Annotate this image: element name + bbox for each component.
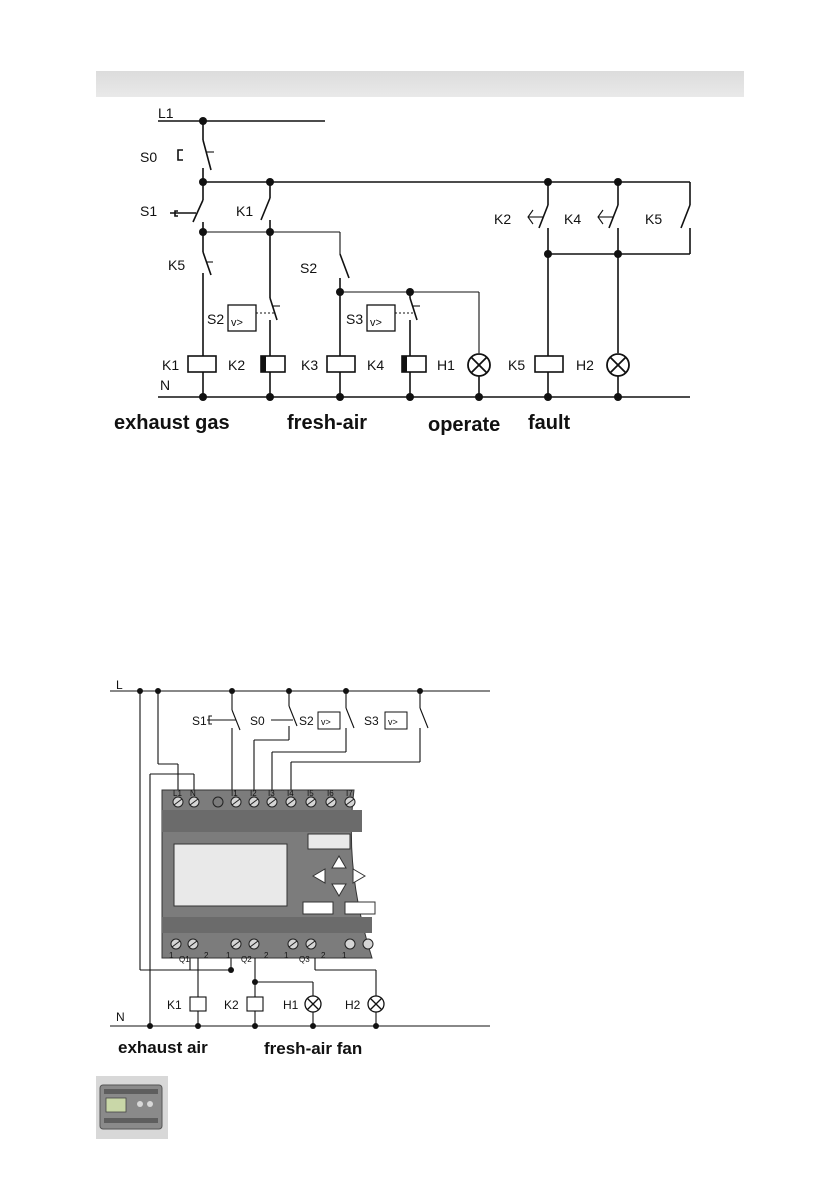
arrow-right-icon <box>353 869 365 883</box>
switch-s1-label-2: S1 <box>192 714 207 728</box>
esc-key <box>303 902 333 914</box>
lamp-h2-2 <box>368 996 384 1012</box>
switch-s3-label-2: S3 <box>364 714 379 728</box>
ok-key <box>345 902 375 914</box>
load-h1-label: H1 <box>283 998 299 1012</box>
load-k2-label: K2 <box>224 998 239 1012</box>
timer-s3-label: S3 <box>346 311 363 327</box>
coil-k1 <box>188 356 216 372</box>
coil-k2-2 <box>247 997 263 1011</box>
term-b2: 2 <box>204 951 209 960</box>
contact-k1-label: K1 <box>236 203 253 219</box>
timer-s3-text-2: v> <box>388 717 398 727</box>
caption-operate: operate <box>428 414 500 436</box>
lamp-h1-label: H1 <box>437 357 455 373</box>
term-i5: I5 <box>307 789 314 798</box>
contact-k5b-label: K5 <box>645 211 662 227</box>
caption-fresh-air-fan: fresh-air fan <box>264 1039 362 1058</box>
contact-k2-label: K2 <box>494 211 511 227</box>
term-l1: L1 <box>173 789 182 798</box>
photo-lcd <box>106 1098 126 1112</box>
lamp-h1 <box>468 354 490 376</box>
term-n: N <box>190 789 196 798</box>
term-i6: I6 <box>327 789 334 798</box>
timer-s3-text: v> <box>370 317 382 329</box>
term-i7: I7 <box>346 789 353 798</box>
term-i4: I4 <box>287 789 294 798</box>
load-h2-label: H2 <box>345 998 361 1012</box>
coil-k1-2 <box>190 997 206 1011</box>
coil-k3-label: K3 <box>301 357 318 373</box>
timer-s2-text-2: v> <box>321 717 331 727</box>
switch-s0-label: S0 <box>140 149 157 165</box>
coil-k3 <box>327 356 355 372</box>
ladder-diagram: L1 N S0 S1 K1 K5 <box>114 105 690 436</box>
caption-fresh-air: fresh-air <box>287 412 367 434</box>
rail-n2-label: N <box>116 1010 125 1024</box>
term-b7: 1 <box>342 951 347 960</box>
timer-s2-label: S2 <box>207 311 224 327</box>
rail-l1-label: L1 <box>158 105 174 121</box>
load-k1-label: K1 <box>167 998 182 1012</box>
coil-k4-label: K4 <box>367 357 384 373</box>
term-b4: 2 <box>264 951 269 960</box>
output-q2: Q2 <box>241 955 252 964</box>
switch-s1-label: S1 <box>140 203 157 219</box>
term-i1: I1 <box>231 789 238 798</box>
switch-s0-label-2: S0 <box>250 714 265 728</box>
output-q3: Q3 <box>299 955 310 964</box>
coil-k1-label: K1 <box>162 357 179 373</box>
term-i2: I2 <box>250 789 257 798</box>
lamp-h2 <box>607 354 629 376</box>
lamp-h1-2 <box>305 996 321 1012</box>
term-b1: 1 <box>169 951 174 960</box>
caption-exhaust-gas: exhaust gas <box>114 412 230 434</box>
coil-k5 <box>535 356 563 372</box>
term-b3: 1 <box>226 951 231 960</box>
lcd-display <box>174 844 287 906</box>
switch-s2-label-2: S2 <box>299 714 314 728</box>
contact-k4-label: K4 <box>564 211 581 227</box>
logo-device-photo <box>96 1076 168 1139</box>
logo-module: L1 N I1 I2 I3 I4 I5 I6 I7 1 2 1 2 1 2 1 … <box>162 789 375 964</box>
term-i3: I3 <box>268 789 275 798</box>
output-q1: Q1 <box>179 955 190 964</box>
timer-s2-text: v> <box>231 317 243 329</box>
rail-n-label: N <box>160 377 170 393</box>
switch-s2-label: S2 <box>300 260 317 276</box>
contact-k5-label: K5 <box>168 257 185 273</box>
caption-exhaust-air: exhaust air <box>118 1038 208 1057</box>
lamp-h2-label: H2 <box>576 357 594 373</box>
logo-wiring-diagram: L N S1 S0 v> S2 <box>110 678 490 1058</box>
coil-k5-label: K5 <box>508 357 525 373</box>
coil-k2-label: K2 <box>228 357 245 373</box>
caption-fault: fault <box>528 412 571 434</box>
term-b5: 1 <box>284 951 289 960</box>
term-b6: 2 <box>321 951 326 960</box>
rail-l-label: L <box>116 678 123 692</box>
